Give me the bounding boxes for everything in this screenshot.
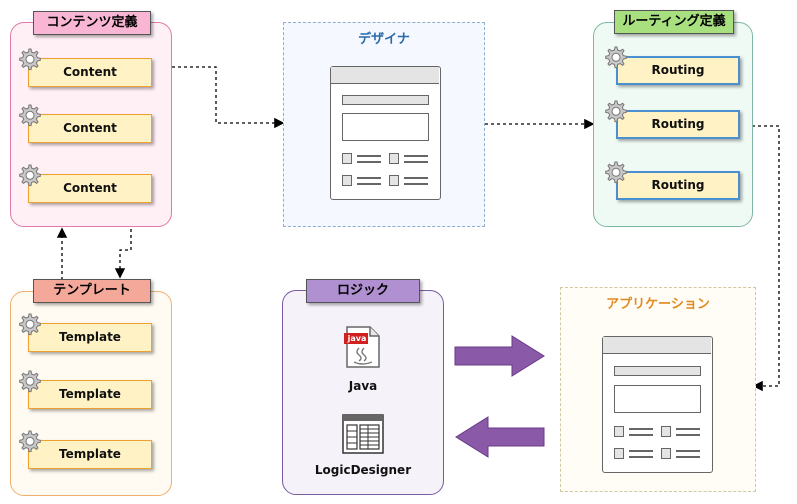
content-to-template-connector [114, 229, 132, 279]
template-title: テンプレート [33, 279, 151, 303]
routing-item[interactable]: Routing [616, 56, 740, 85]
content-item[interactable]: Content [28, 174, 152, 203]
designer-title: デザイナ [358, 32, 410, 47]
routing-item-label: Routing [651, 178, 705, 192]
content-item-label: Content [63, 65, 117, 79]
template-item-label: Template [59, 330, 121, 344]
application-wireframe-icon [602, 336, 713, 473]
logic-to-application-arrow [454, 335, 545, 377]
application-title: アプリケーション [606, 297, 710, 312]
routing-item-label: Routing [651, 117, 705, 131]
routing-definition-title: ルーティング定義 [614, 10, 734, 34]
logic-designer-icon [342, 414, 384, 454]
designer-wireframe-icon [330, 66, 441, 200]
content-item-label: Content [63, 121, 117, 135]
logic-title: ロジック [306, 279, 420, 303]
routing-item[interactable]: Routing [616, 171, 740, 200]
java-file-icon [344, 326, 380, 368]
content-to-designer-connector [154, 66, 285, 129]
java-label: Java [348, 379, 378, 393]
routing-item-label: Routing [651, 63, 705, 77]
template-item-label: Template [59, 387, 121, 401]
application-to-logic-arrow [455, 416, 545, 458]
template-item[interactable]: Template [28, 380, 152, 409]
logic-designer-label: LogicDesigner [314, 463, 412, 477]
routing-item[interactable]: Routing [616, 110, 740, 139]
content-item-label: Content [63, 181, 117, 195]
routing-to-application-connector [740, 125, 780, 392]
template-item-label: Template [59, 447, 121, 461]
template-item[interactable]: Template [28, 440, 152, 469]
content-item[interactable]: Content [28, 58, 152, 87]
java-badge-text: java [347, 334, 367, 343]
logic-panel [282, 290, 444, 495]
content-item[interactable]: Content [28, 114, 152, 143]
content-definition-title: コンテンツ定義 [33, 11, 151, 35]
template-item[interactable]: Template [28, 323, 152, 352]
